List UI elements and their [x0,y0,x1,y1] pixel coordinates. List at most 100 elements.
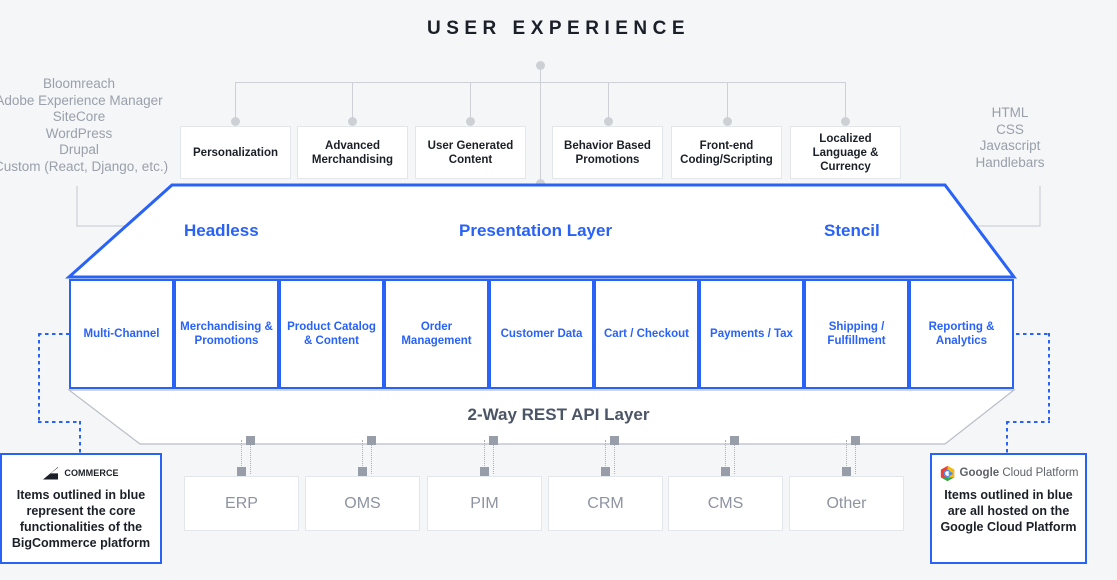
right-technology-labels: HTML CSS Javascript Handlebars [950,105,1070,171]
rest-api-layer-label: 2-Way REST API Layer [467,405,650,424]
core-box-product-catalog-content[interactable]: Product Catalog & Content [279,279,384,389]
core-box-label: Cart / Checkout [604,327,689,340]
api-arrow-down-oms [362,440,364,474]
api-arrow-head-pim-up [489,436,498,445]
core-box-payments-tax[interactable]: Payments / Tax [699,279,804,389]
bigcommerce-logo [43,466,59,479]
core-box-label: Reporting & Analytics [928,320,995,348]
ux-box-label: Personalization [193,146,278,159]
core-box-label: Merchandising & Promotions [180,320,273,348]
legend-bigcommerce: COMMERCE Items outlined in blue represen… [0,453,162,564]
ux-box-personalization[interactable]: Personalization [180,126,291,179]
ux-drop-dot-1 [348,117,357,126]
ux-box-user-generated-content[interactable]: User Generated Content [415,126,526,179]
layer-label-stencil: Stencil [824,221,880,240]
bigcommerce-logo-row: COMMERCE [43,466,119,480]
gcp-logo-text-bold: Google [959,467,1000,479]
core-box-merchandising-promotions[interactable]: Merchandising & Promotions [174,279,279,389]
ux-bus-line [235,82,846,83]
api-arrow-up-pim [493,440,495,474]
api-arrow-head-cms-down [721,467,730,476]
ux-box-label: Advanced Merchandising [311,139,394,166]
core-box-customer-data[interactable]: Customer Data [489,279,594,389]
legend-left-connector-mid [38,421,80,423]
legend-left-connector-vert [38,333,40,423]
system-box-crm[interactable]: CRM [548,476,663,531]
legend-right-connector-vert [1048,333,1050,423]
system-box-oms[interactable]: OMS [305,476,420,531]
ux-drop-3 [608,82,609,120]
legend-left-connector-top [38,333,72,335]
api-arrow-head-crm-down [601,467,610,476]
api-arrow-head-erp-down [237,467,246,476]
left-label-3: WordPress [45,125,113,141]
ux-root-stem [540,66,541,184]
ux-box-localized-language-currency[interactable]: Localized Language & Currency [790,126,901,179]
gcp-logo-text: Google Cloud Platform [960,467,1079,479]
page-title: USER EXPERIENCE [426,18,691,39]
system-box-pim[interactable]: PIM [427,476,542,531]
api-arrow-down-crm [605,440,607,474]
left-label-5: Custom (React, Django, etc.) [0,158,169,174]
api-arrow-down-other [846,440,848,474]
ux-drop-dot-2 [466,117,475,126]
legend-right-connector-top [1016,333,1050,335]
ux-box-behavior-based-promotions[interactable]: Behavior Based Promotions [552,126,663,179]
gcp-logo-row: Google Cloud Platform [939,465,1079,481]
system-box-other[interactable]: Other [789,476,904,531]
right-label-1: CSS [996,121,1024,137]
core-box-reporting-analytics[interactable]: Reporting & Analytics [909,279,1014,389]
system-box-label: CRM [587,494,624,512]
core-box-shipping-fulfillment[interactable]: Shipping / Fulfillment [804,279,909,389]
core-box-cart-checkout[interactable]: Cart / Checkout [594,279,699,389]
api-arrow-head-oms-down [358,467,367,476]
core-box-label: Shipping / Fulfillment [827,320,886,348]
bigcommerce-logo-text: COMMERCE [64,468,119,478]
ux-drop-5 [845,82,846,120]
ux-box-label: Front-end Coding/Scripting [680,139,773,166]
layer-label-presentation: Presentation Layer [459,221,613,240]
ux-box-label: Behavior Based Promotions [564,139,651,166]
legend-right-connector-down [1006,421,1008,455]
right-label-3: Handlebars [975,154,1045,170]
api-arrow-up-oms [371,440,373,474]
api-arrow-up-erp [250,440,252,474]
legend-left-connector-down [79,421,81,455]
api-arrow-head-oms-up [367,436,376,445]
api-arrow-head-erp-up [246,436,255,445]
ux-box-label: User Generated Content [427,139,514,166]
system-box-erp[interactable]: ERP [184,476,299,531]
ux-drop-dot-3 [604,117,613,126]
ux-drop-dot-5 [841,117,850,126]
api-arrow-down-cms [725,440,727,474]
ux-box-label: Localized Language & Currency [812,132,879,173]
api-arrow-head-crm-up [610,436,619,445]
core-box-label: Multi-Channel [83,327,160,340]
ux-drop-4 [727,82,728,120]
core-box-label: Order Management [401,320,472,348]
api-arrow-up-crm [614,440,616,474]
ux-drop-0 [235,82,236,120]
api-arrow-head-other-up [851,436,860,445]
right-label-2: Javascript [979,138,1041,153]
left-label-2: SiteCore [52,109,106,124]
system-box-label: CMS [707,494,744,512]
core-box-label: Customer Data [500,327,583,340]
api-arrow-up-other [855,440,857,474]
google-cloud-platform-logo [940,465,954,481]
legend-right-connector-mid [1006,421,1050,423]
ux-drop-dot-0 [231,117,240,126]
system-box-cms[interactable]: CMS [668,476,783,531]
ux-box-front-end-coding-scripting[interactable]: Front-end Coding/Scripting [671,126,782,179]
ux-drop-1 [352,82,353,120]
api-arrow-head-cms-up [730,436,739,445]
api-arrow-head-other-down [842,467,851,476]
system-box-label: OMS [344,494,381,512]
core-box-label: Product Catalog & Content [287,320,376,348]
system-box-label: PIM [470,494,499,512]
core-box-order-management[interactable]: Order Management [384,279,489,389]
legend-google-cloud-text: Items outlined in blue are all hosted on… [940,488,1077,534]
ux-box-advanced-merchandising[interactable]: Advanced Merchandising [297,126,408,179]
